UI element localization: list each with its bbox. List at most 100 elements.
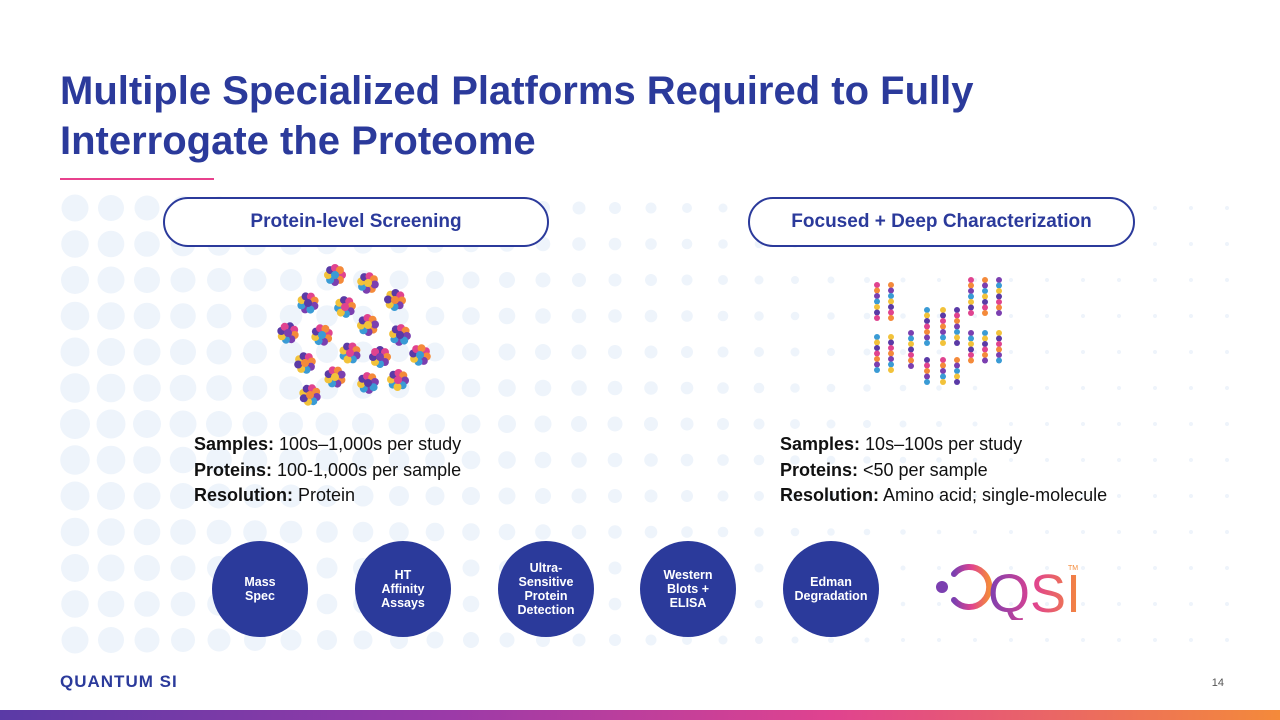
- platform-label: Edman Degradation: [794, 575, 868, 603]
- background-dot: [1225, 458, 1229, 462]
- background-dot: [280, 269, 302, 291]
- background-dot: [134, 231, 160, 257]
- resolution-value: Amino acid; single-molecule: [879, 485, 1108, 505]
- background-dot: [171, 628, 195, 652]
- background-dot: [462, 343, 480, 361]
- screening-samples-row: Samples: 100s–1,000s per study: [194, 432, 461, 458]
- background-dot: [1189, 206, 1193, 210]
- background-dot: [316, 557, 338, 579]
- platform-western-blots-elisa: Western Blots + ELISA: [640, 541, 736, 637]
- background-dot: [754, 311, 764, 321]
- background-dot: [96, 373, 126, 403]
- background-dot: [681, 274, 693, 286]
- background-dot: [1225, 206, 1229, 210]
- background-dot: [973, 314, 977, 318]
- background-dot: [608, 489, 622, 503]
- background-dot: [60, 409, 90, 439]
- background-dot: [1117, 602, 1121, 606]
- background-dot: [572, 633, 586, 647]
- background-dot: [1117, 314, 1121, 318]
- background-dot: [1117, 494, 1121, 498]
- background-dot: [1117, 278, 1121, 282]
- slide-title-line-1: Multiple Specialized Platforms Required …: [60, 69, 974, 113]
- background-dot: [1045, 638, 1049, 642]
- samples-label: Samples:: [194, 434, 275, 454]
- platform-label: Western Blots + ELISA: [663, 568, 713, 610]
- background-dot: [1153, 566, 1157, 570]
- protein-blob: [387, 369, 409, 391]
- amino-acid-strand: [874, 282, 880, 321]
- resolution-label: Resolution:: [780, 485, 879, 505]
- background-dot: [1189, 566, 1193, 570]
- background-dot: [169, 446, 197, 474]
- background-dot: [1117, 638, 1121, 642]
- background-dot: [170, 267, 196, 293]
- background-dot: [316, 521, 338, 543]
- background-dot: [315, 448, 339, 472]
- samples-value: 10s–100s per study: [860, 434, 1023, 454]
- background-dot: [571, 488, 587, 504]
- background-dot: [607, 380, 623, 396]
- background-dot: [425, 522, 445, 542]
- background-dot: [682, 635, 692, 645]
- background-dot: [1081, 566, 1085, 570]
- protein-blob: [369, 346, 391, 368]
- platform-mass-spec: Mass Spec: [212, 541, 308, 637]
- background-dot: [900, 349, 906, 355]
- background-dot: [1045, 314, 1049, 318]
- background-dot: [900, 529, 906, 535]
- background-dot: [1009, 386, 1013, 390]
- background-dot: [1153, 242, 1157, 246]
- background-dot: [1117, 386, 1121, 390]
- background-dot: [425, 378, 445, 398]
- amino-acid-strand: [954, 357, 960, 385]
- background-dot: [1081, 422, 1085, 426]
- background-dot: [1153, 422, 1157, 426]
- background-dot: [717, 418, 729, 430]
- background-dot: [1189, 314, 1193, 318]
- background-dot: [60, 517, 90, 547]
- background-dot: [790, 491, 800, 501]
- background-dot: [900, 313, 906, 319]
- background-dot: [608, 597, 622, 611]
- background-dot: [754, 527, 764, 537]
- protein-blob: [277, 322, 299, 344]
- background-dot: [644, 417, 658, 431]
- background-dot: [498, 487, 516, 505]
- background-dot: [1009, 530, 1013, 534]
- background-dot: [389, 342, 409, 362]
- background-dot: [206, 519, 232, 545]
- qsi-logo-text: QSI: [988, 564, 1081, 620]
- background-dot: [645, 202, 657, 214]
- focused-deep-characterization-pill: Focused + Deep Characterization: [748, 197, 1135, 247]
- amino-acid-strand: [968, 277, 974, 316]
- amino-acid-strand: [982, 330, 988, 364]
- background-dot: [279, 304, 303, 328]
- background-dot: [827, 492, 835, 500]
- background-dot: [97, 230, 125, 258]
- background-dot: [863, 528, 871, 536]
- background-dot: [134, 195, 160, 221]
- background-dot: [936, 493, 942, 499]
- background-dot: [461, 414, 481, 434]
- background-dot: [937, 566, 941, 570]
- background-dot: [280, 629, 302, 651]
- background-dot: [1153, 350, 1157, 354]
- background-dot: [1009, 638, 1013, 642]
- background-dot: [134, 267, 160, 293]
- background-dot: [1045, 386, 1049, 390]
- background-dot: [973, 494, 977, 498]
- background-dot: [790, 419, 800, 429]
- background-dot: [1153, 386, 1157, 390]
- background-dot: [1225, 386, 1229, 390]
- protein-blob: [297, 292, 319, 314]
- background-dot: [645, 238, 657, 250]
- background-dot: [571, 524, 587, 540]
- background-dot: [608, 309, 622, 323]
- background-dot: [717, 310, 729, 322]
- background-dot: [462, 523, 480, 541]
- background-dot: [1189, 494, 1193, 498]
- characterization-stats: Samples: 10s–100s per study Proteins: <5…: [780, 432, 1107, 509]
- background-dot: [572, 201, 586, 215]
